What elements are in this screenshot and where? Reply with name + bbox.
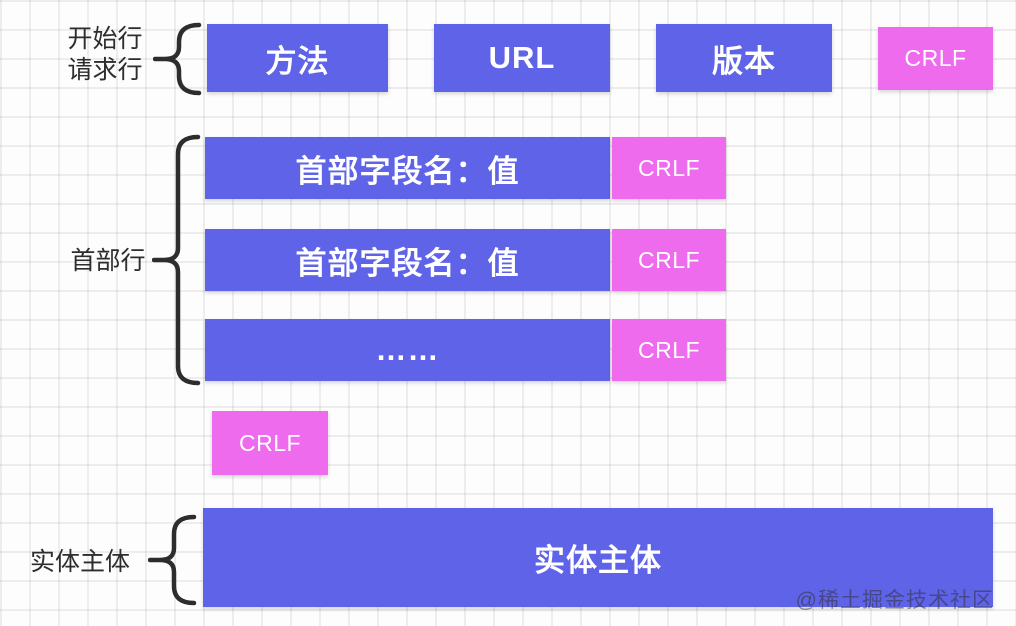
header-field-box: 首部字段名：值	[205, 137, 610, 199]
header-ellipsis-box: ……	[205, 319, 610, 381]
blank-line-crlf-box: CRLF	[212, 411, 328, 475]
header-field-box: 首部字段名：值	[205, 229, 610, 291]
request-line-brace-icon	[153, 22, 202, 96]
header-lines-brace-icon	[152, 134, 201, 386]
url-box: URL	[434, 24, 610, 92]
method-box: 方法	[207, 24, 388, 92]
entity-body-brace-icon	[148, 514, 197, 606]
header-lines-label: 首部行	[70, 247, 146, 275]
request-line-label-line2: 请求行	[67, 56, 143, 84]
header-crlf-box: CRLF	[612, 137, 726, 199]
request-line-crlf-box: CRLF	[878, 27, 993, 90]
request-line-label-line1: 开始行	[67, 25, 143, 53]
request-line-label: 开始行 请求行	[58, 24, 152, 86]
watermark: @稀土掘金技术社区	[795, 589, 994, 612]
version-box: 版本	[656, 24, 832, 92]
entity-body-box: 实体主体	[203, 508, 993, 607]
header-crlf-box: CRLF	[612, 229, 726, 291]
header-crlf-box: CRLF	[612, 319, 726, 381]
entity-body-label: 实体主体	[29, 548, 130, 576]
